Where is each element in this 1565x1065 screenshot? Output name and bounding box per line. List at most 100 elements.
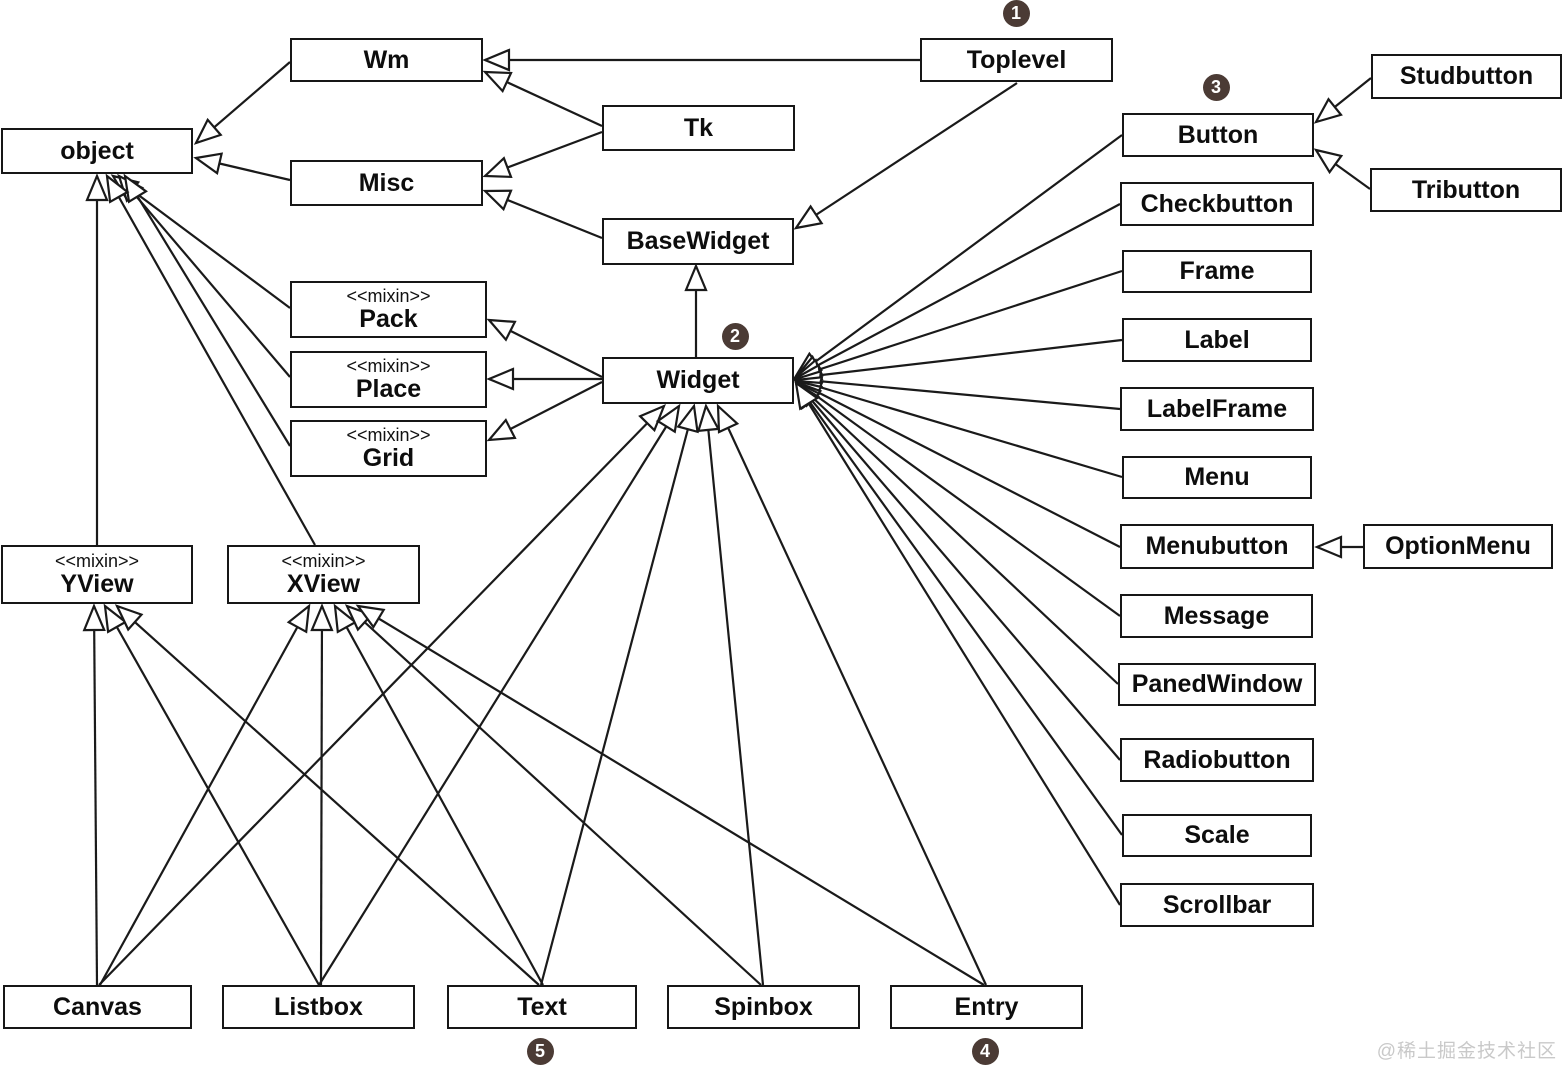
class-name-label: Wm xyxy=(363,45,410,74)
inheritance-arrowhead-widget xyxy=(676,403,699,434)
class-box-menu: Menu xyxy=(1122,456,1312,499)
inheritance-arrowhead-widget xyxy=(638,403,666,433)
class-box-radiobutton: Radiobutton xyxy=(1120,738,1314,782)
class-name-label: Pack xyxy=(359,305,418,333)
edge-menubutton-widget xyxy=(795,380,1121,548)
class-name-label: Listbox xyxy=(274,992,363,1021)
watermark-text: @稀土掘金技术社区 xyxy=(1376,1041,1557,1062)
edge-listbox-xview xyxy=(319,605,324,986)
class-box-canvas: Canvas xyxy=(3,985,192,1029)
step-badge-2: 2 xyxy=(721,322,749,350)
class-box-button: Button xyxy=(1122,113,1314,157)
class-box-menubutton: Menubutton xyxy=(1120,524,1314,569)
edge-menu-widget xyxy=(795,378,1123,479)
class-name-label: Text xyxy=(517,992,567,1021)
class-name-label: Tk xyxy=(683,113,714,142)
class-box-grid: <<mixin>>Grid xyxy=(290,420,487,477)
edge-spinbox-xview xyxy=(346,605,762,986)
class-name-label: Tributton xyxy=(1411,175,1521,204)
class-name-label: object xyxy=(60,136,134,165)
class-name-label: Studbutton xyxy=(1399,62,1534,90)
edge-canvas-widget xyxy=(98,405,665,986)
inheritance-arrowhead-misc xyxy=(482,156,513,179)
class-box-message: Message xyxy=(1120,594,1313,638)
edge-text-xview xyxy=(334,605,544,986)
edge-pack-object xyxy=(112,175,291,309)
inheritance-arrowhead-place xyxy=(486,367,515,391)
stereotype-label: <<mixin>> xyxy=(281,551,366,571)
inheritance-arrowhead-xview xyxy=(355,604,386,629)
edge-canvas-yview xyxy=(92,605,99,986)
class-box-entry: Entry xyxy=(890,985,1083,1029)
inheritance-arrowhead-misc xyxy=(482,189,513,212)
class-box-tk: Tk xyxy=(602,105,795,151)
class-box-checkbutton: Checkbutton xyxy=(1120,182,1314,226)
inheritance-arrowhead-wm xyxy=(482,70,513,94)
class-box-scale: Scale xyxy=(1122,814,1312,857)
inheritance-arrowhead-yview xyxy=(103,603,128,634)
inheritance-arrowhead-xview xyxy=(286,603,311,634)
class-name-label: LabelFrame xyxy=(1146,394,1288,423)
class-box-frame: Frame xyxy=(1122,250,1312,293)
stereotype-label: <<mixin>> xyxy=(346,425,431,445)
edge-label-widget xyxy=(795,338,1123,380)
inheritance-arrowhead-object xyxy=(193,152,224,176)
step-badge-4: 4 xyxy=(971,1037,999,1065)
class-box-object: object xyxy=(1,128,193,174)
inheritance-arrowhead-basewidget xyxy=(684,263,708,292)
edge-listbox-yview xyxy=(104,605,320,986)
edge-frame-widget xyxy=(795,269,1123,379)
class-box-studbutton: Studbutton xyxy=(1371,54,1562,99)
inheritance-arrowhead-menubutton xyxy=(1314,535,1343,559)
class-box-text: Text xyxy=(447,985,637,1029)
class-box-place: <<mixin>>Place xyxy=(290,351,487,408)
class-name-label: Spinbox xyxy=(714,992,813,1021)
edge-entry-widget xyxy=(717,405,987,986)
inheritance-arrowhead-yview xyxy=(114,604,144,632)
edge-scrollbar-widget xyxy=(795,382,1121,906)
edge-toplevel-basewidget xyxy=(795,82,1018,229)
class-box-widget: Widget xyxy=(602,357,794,404)
inheritance-arrowhead-object xyxy=(85,173,109,202)
edge-entry-xview xyxy=(357,605,985,986)
class-name-label: Canvas xyxy=(53,992,142,1021)
stereotype-label: <<mixin>> xyxy=(54,551,140,571)
class-name-label: Radiobutton xyxy=(1143,745,1291,774)
stereotype-label: <<mixin>> xyxy=(346,286,431,306)
class-name-label: OptionMenu xyxy=(1385,532,1531,560)
class-box-scrollbar: Scrollbar xyxy=(1120,883,1314,927)
class-name-label: Scale xyxy=(1184,821,1250,849)
class-name-label: Button xyxy=(1177,120,1259,149)
class-box-tributton: Tributton xyxy=(1370,168,1562,212)
class-box-toplevel: Toplevel xyxy=(920,38,1113,82)
edge-scale-widget xyxy=(795,382,1123,836)
inheritance-arrowhead-xview xyxy=(333,603,358,634)
edge-text-yview xyxy=(116,605,540,986)
class-box-pack: <<mixin>>Pack xyxy=(290,281,487,338)
edge-grid-object xyxy=(124,175,291,447)
class-box-wm: Wm xyxy=(290,38,483,82)
class-name-label: Checkbutton xyxy=(1140,189,1294,218)
inheritance-arrowhead-button xyxy=(1313,148,1344,175)
class-name-label: Menu xyxy=(1184,463,1250,491)
edge-xview-object xyxy=(106,175,316,546)
inheritance-arrowhead-basewidget xyxy=(793,204,824,230)
inheritance-arrowhead-xview xyxy=(344,604,374,632)
inheritance-arrowhead-wm xyxy=(482,48,511,72)
class-box-spinbox: Spinbox xyxy=(667,985,860,1029)
class-name-label: Menubutton xyxy=(1145,532,1289,560)
inheritance-arrowhead-object xyxy=(123,173,148,204)
edge-panedwindow-widget xyxy=(795,381,1119,685)
edge-radiobutton-widget xyxy=(795,381,1121,761)
edge-labelframe-widget xyxy=(795,377,1121,411)
class-name-label: BaseWidget xyxy=(626,227,770,255)
edge-place-object xyxy=(118,175,291,378)
class-name-label: Widget xyxy=(656,366,740,394)
inheritance-arrowhead-widget xyxy=(716,403,740,434)
class-name-label: Message xyxy=(1163,601,1270,630)
inheritance-arrowhead-button xyxy=(1313,97,1343,124)
inheritance-arrowhead-xview xyxy=(310,603,334,632)
class-name-label: Toplevel xyxy=(966,45,1067,74)
